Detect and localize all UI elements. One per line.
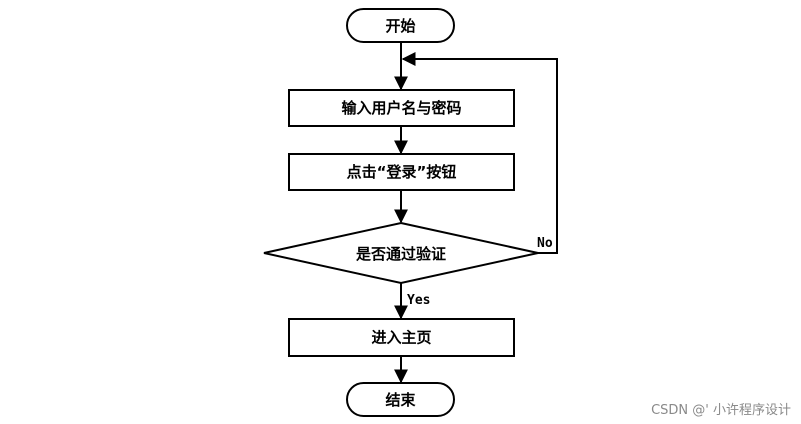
click-login-label: 点击“登录”按钮: [347, 163, 457, 181]
input-credentials-label: 输入用户名与密码: [341, 99, 461, 117]
input-credentials-box: [288, 89, 515, 127]
no-loop-connector: [401, 52, 558, 254]
decision-label: 是否通过验证: [355, 245, 446, 263]
end-terminal: [346, 382, 455, 417]
enter-home-label: 进入主页: [371, 329, 431, 347]
yes-edge-label: Yes: [407, 293, 430, 308]
no-edge-label: No: [537, 236, 553, 251]
end-label: 结束: [385, 391, 416, 409]
csdn-watermark: CSDN @' 小许程序设计: [651, 403, 791, 418]
enter-home-box: [288, 318, 515, 357]
start-label: 开始: [385, 17, 415, 35]
